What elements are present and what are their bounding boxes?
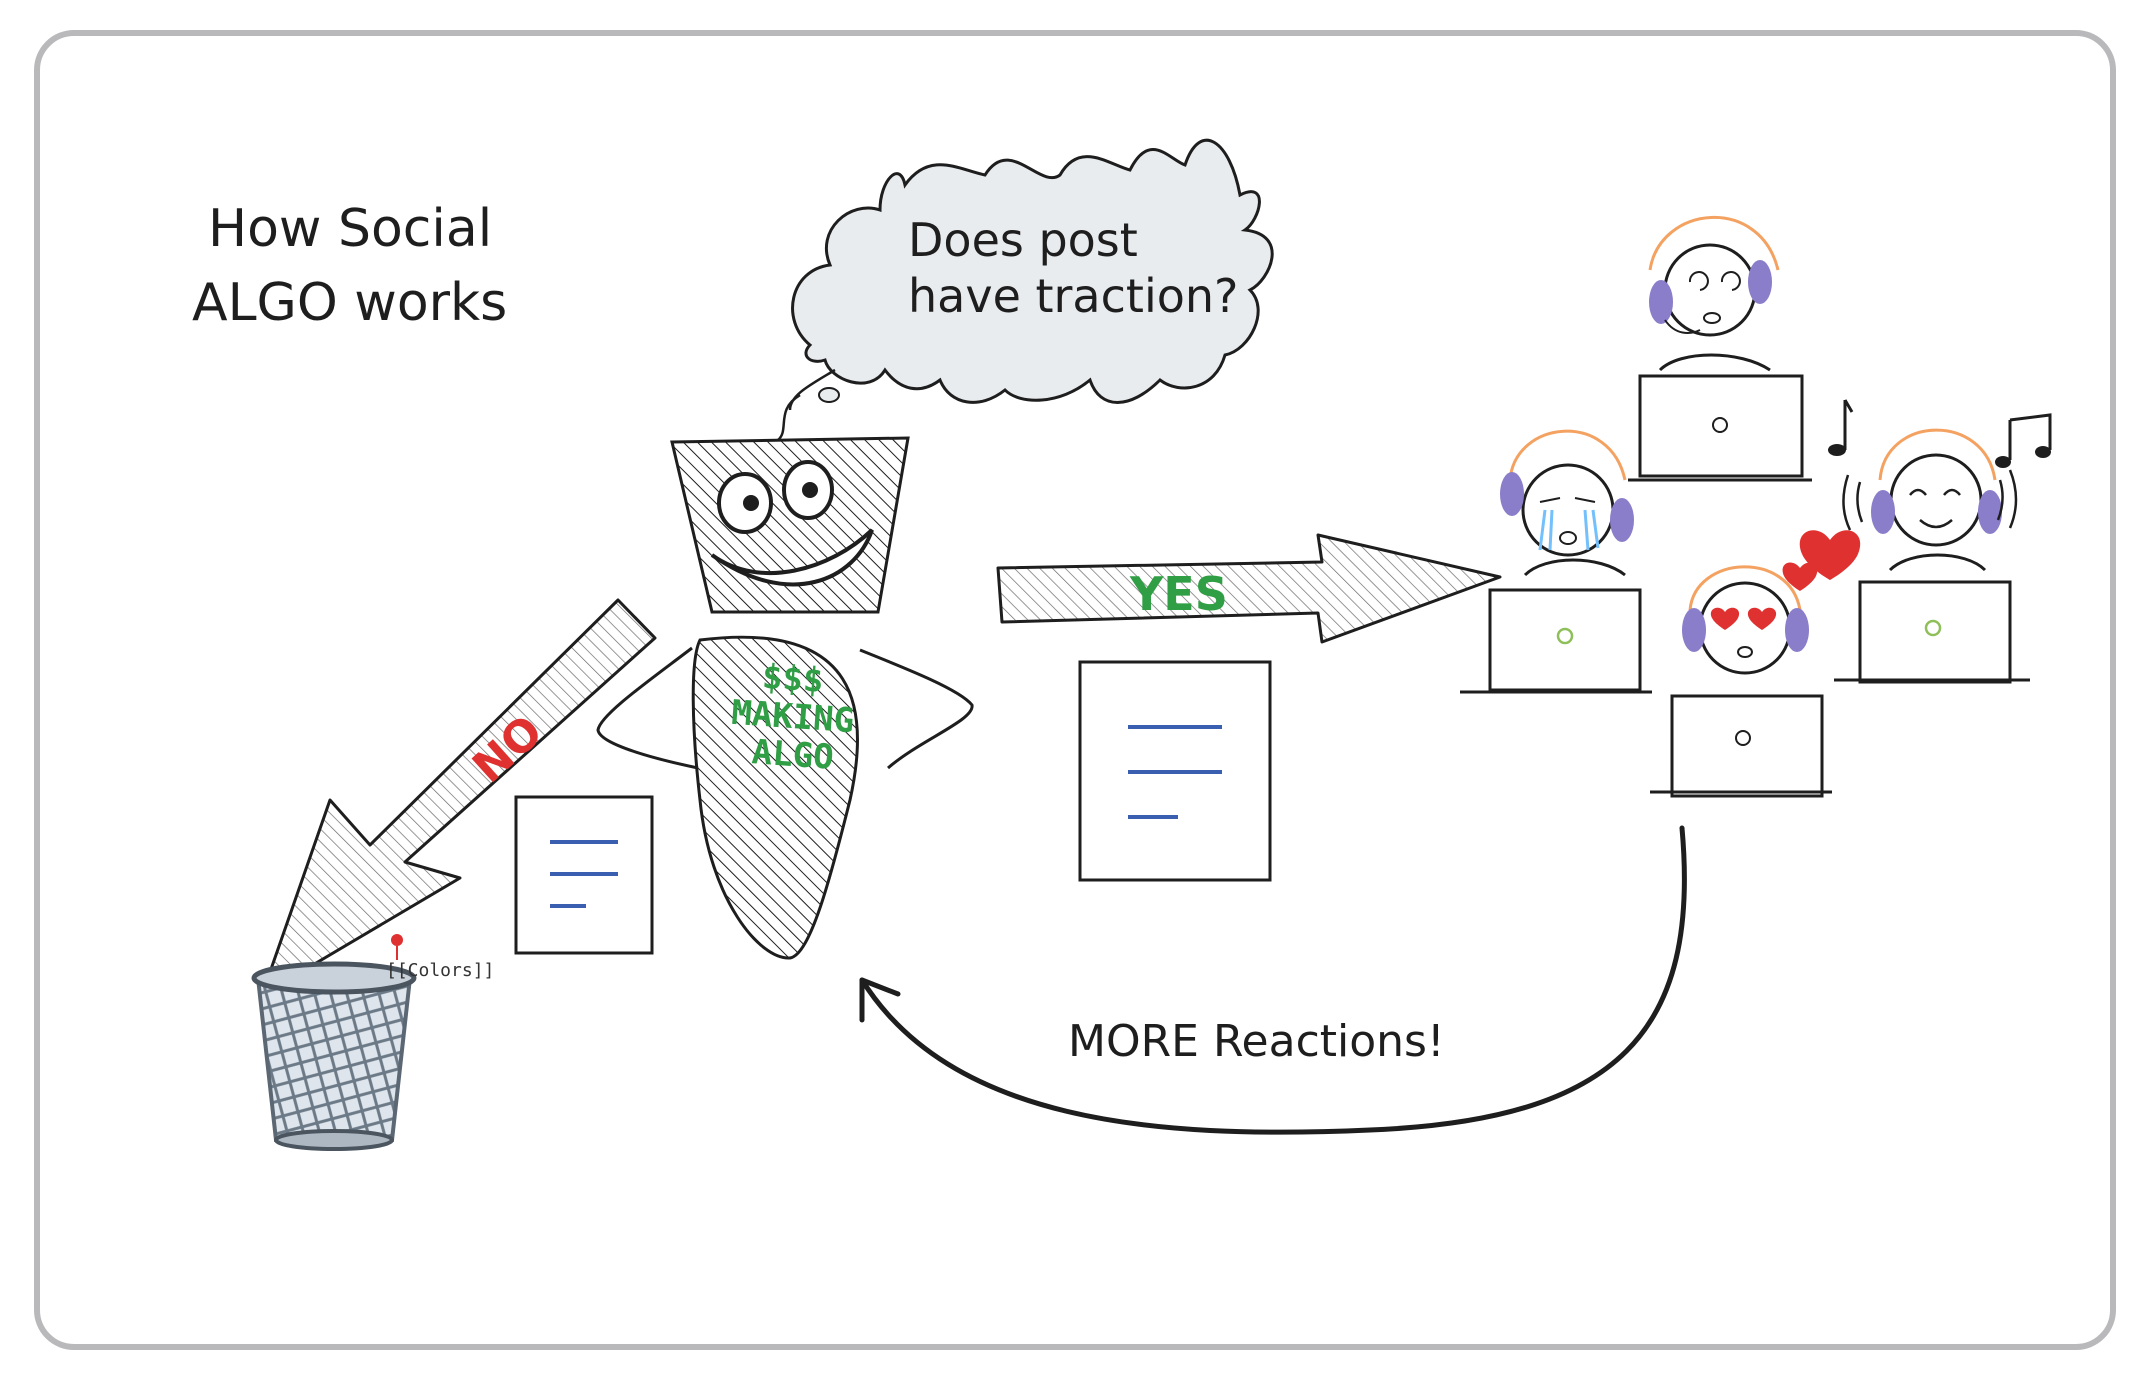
- title-line-1: How Social: [208, 199, 492, 259]
- yes-arrow: YES: [996, 533, 1502, 644]
- document-icon: [514, 795, 654, 955]
- robot-arm-right: [859, 648, 974, 770]
- music-note-icon: [1828, 399, 2052, 468]
- headset-person-icon: [1648, 216, 1780, 372]
- bubble-line-2: have traction?: [908, 269, 1238, 323]
- algo-line-3: ALGO: [751, 732, 835, 778]
- title-line-2: ALGO works: [192, 273, 507, 333]
- bubble-dot: [818, 387, 840, 403]
- headset-person-icon: [1842, 428, 2018, 572]
- algo-robot: $$$ MAKING ALGO: [596, 436, 974, 960]
- laptop-icon: [1834, 580, 2030, 684]
- laptop-icon: [1650, 694, 1832, 798]
- robot-arm-left: [596, 646, 699, 770]
- heart-icon: [1782, 530, 1861, 591]
- algo-line-1: $$$: [761, 657, 825, 701]
- algo-line-2: MAKING: [730, 693, 855, 741]
- headset-person-icon: [1682, 565, 1809, 675]
- laptop-icon: [1460, 588, 1652, 694]
- headset-person-icon: [1500, 429, 1634, 577]
- pin-icon: [391, 934, 403, 946]
- feedback-label: MORE Reactions!: [1068, 1016, 1445, 1067]
- document-icon: [1078, 660, 1272, 882]
- bubble-cloud: [791, 138, 1274, 404]
- laptop-icon: [1628, 374, 1812, 482]
- diagram-title: How Social ALGO works: [192, 199, 507, 333]
- trash-tag: [[Colors]]: [386, 960, 494, 981]
- thought-bubble: Does post have traction?: [777, 138, 1274, 441]
- feedback-arrow: MORE Reactions!: [859, 825, 1687, 1135]
- robot-smile: [710, 528, 874, 587]
- bubble-line-1: Does post: [908, 213, 1138, 267]
- robot-body: [691, 635, 860, 960]
- yes-label: YES: [1129, 567, 1228, 621]
- trash-can-icon: [[Colors]]: [251, 934, 494, 1151]
